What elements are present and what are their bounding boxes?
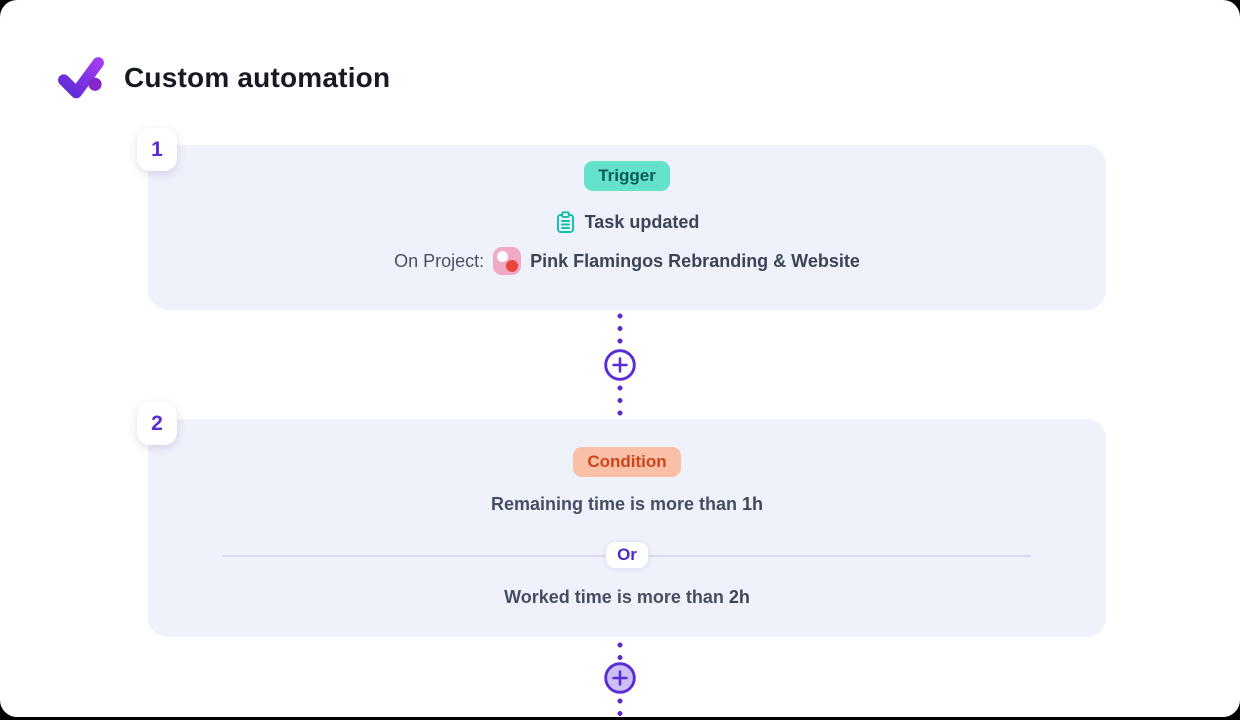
condition-value: 1h [742,494,764,514]
avatar-dot-red [506,260,519,272]
trigger-badge: Trigger [584,161,670,191]
trigger-project-row: On Project: Pink Flamingos Rebranding & … [394,247,860,275]
step-number-badge: 1 [137,128,177,171]
condition-card[interactable]: 2 Condition Remaining time is more than … [137,402,1106,637]
page-title: Custom automation [124,62,391,93]
project-name: Pink Flamingos Rebranding & Website [530,250,860,271]
condition-row: Remaining time is more than 1h [491,494,763,515]
clipboard-icon [556,211,574,233]
trigger-event-row: Task updated [555,211,700,234]
step-connector [603,639,637,720]
condition-row: Worked time is more than 2h [504,587,750,608]
condition-badge: Condition [573,447,681,477]
condition-value: 2h [728,587,750,607]
add-step-button[interactable] [603,661,637,695]
condition-text: Worked time is more than [504,587,724,607]
step-connector [603,310,637,420]
connector-dotted-line [617,382,623,420]
project-avatar-icon [493,247,522,275]
trigger-event-label: Task updated [584,212,700,232]
step-number-badge: 2 [137,402,177,445]
connector-dotted-line [617,695,623,720]
trigger-card[interactable]: 1 Trigger Task updated On Project: Pink … [137,128,1106,310]
avatar-dot-white [497,251,509,262]
connector-dotted-line [617,639,623,661]
add-step-button[interactable] [603,348,637,382]
page-header: Custom automation [56,53,390,103]
condition-text: Remaining time is more than [490,494,738,514]
plus-circle-icon [604,349,636,381]
awork-check-logo-icon [58,57,104,99]
or-divider: Or [223,539,1031,571]
connector-dotted-line [617,310,623,348]
or-operator-pill: Or [605,541,649,569]
project-prefix-label: On Project: [394,250,485,271]
plus-circle-icon [604,662,636,694]
